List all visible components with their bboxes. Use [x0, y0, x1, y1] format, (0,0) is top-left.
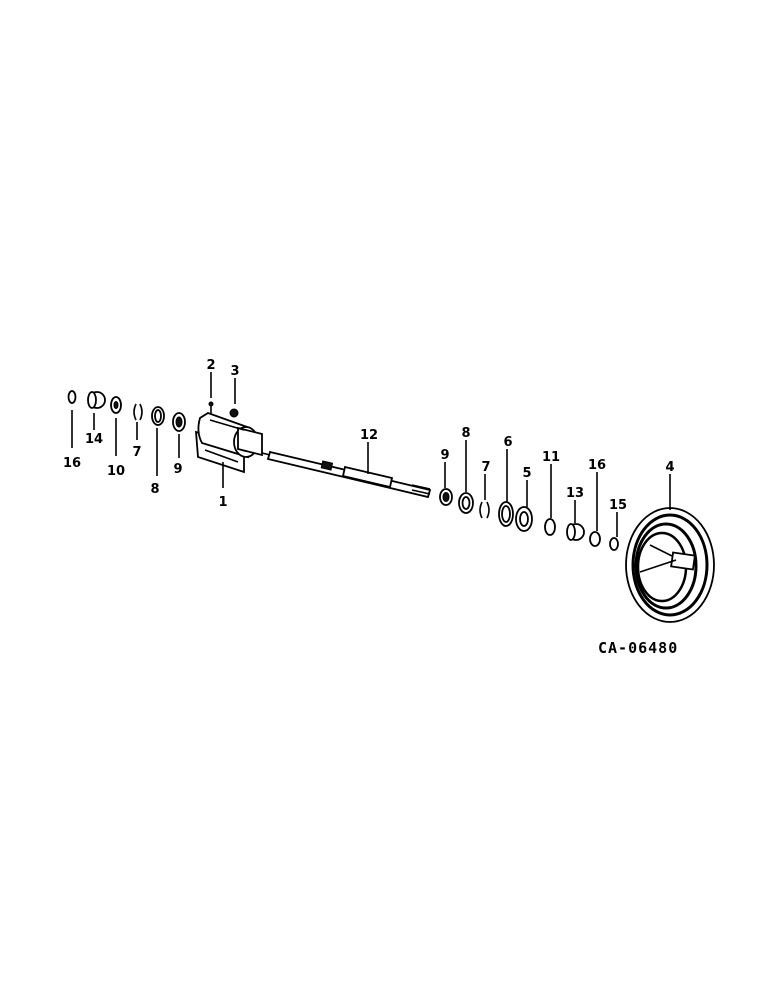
callout-8-left: 8 — [150, 482, 159, 497]
part-12-shaft — [261, 450, 432, 499]
callout-15: 15 — [609, 498, 627, 513]
callout-3: 3 — [230, 364, 239, 379]
part-5-bearing — [515, 506, 533, 532]
callout-13: 13 — [566, 486, 584, 501]
part-13-spacer — [566, 523, 585, 541]
part-8-left-seal — [151, 406, 165, 426]
part-6-retainer — [498, 501, 514, 527]
callout-2: 2 — [206, 358, 215, 373]
callout-10: 10 — [107, 464, 125, 479]
part-9-left-bearing — [172, 412, 186, 432]
callout-4: 4 — [665, 460, 674, 475]
part-16-left-washer — [67, 390, 77, 404]
drawing-code: CA-06480 — [598, 639, 678, 657]
callout-7-right: 7 — [481, 460, 490, 475]
leader-lines — [71, 372, 671, 537]
part-3-plug — [229, 408, 239, 418]
callout-12: 12 — [360, 428, 378, 443]
part-4-pulley — [625, 507, 715, 623]
callout-11: 11 — [542, 450, 560, 465]
part-9-right-bearing — [439, 488, 453, 506]
part-2-grease-fitting — [208, 401, 214, 414]
part-8-right-seal — [458, 492, 474, 514]
callout-9-right: 9 — [440, 448, 449, 463]
callout-1: 1 — [218, 495, 227, 510]
callout-16-right: 16 — [588, 458, 606, 473]
callouts: 16 14 10 7 8 9 2 3 1 12 9 8 7 6 5 11 13 … — [63, 358, 675, 513]
callout-9-left: 9 — [173, 462, 182, 477]
callout-7-left: 7 — [132, 445, 141, 460]
callout-14: 14 — [85, 432, 103, 447]
callout-16-left: 16 — [63, 456, 81, 471]
callout-8-right: 8 — [461, 426, 470, 441]
callout-5: 5 — [522, 466, 531, 481]
part-7-right-snap-ring — [479, 501, 490, 519]
part-15-nut — [609, 537, 619, 551]
part-11-washer — [544, 518, 556, 536]
callout-6: 6 — [503, 435, 512, 450]
part-16-right-washer — [589, 531, 601, 547]
part-10-bearing — [110, 396, 122, 414]
part-1-bearing-housing — [194, 412, 263, 474]
part-7-left-snap-ring — [133, 403, 143, 421]
part-14-bushing — [87, 391, 106, 409]
